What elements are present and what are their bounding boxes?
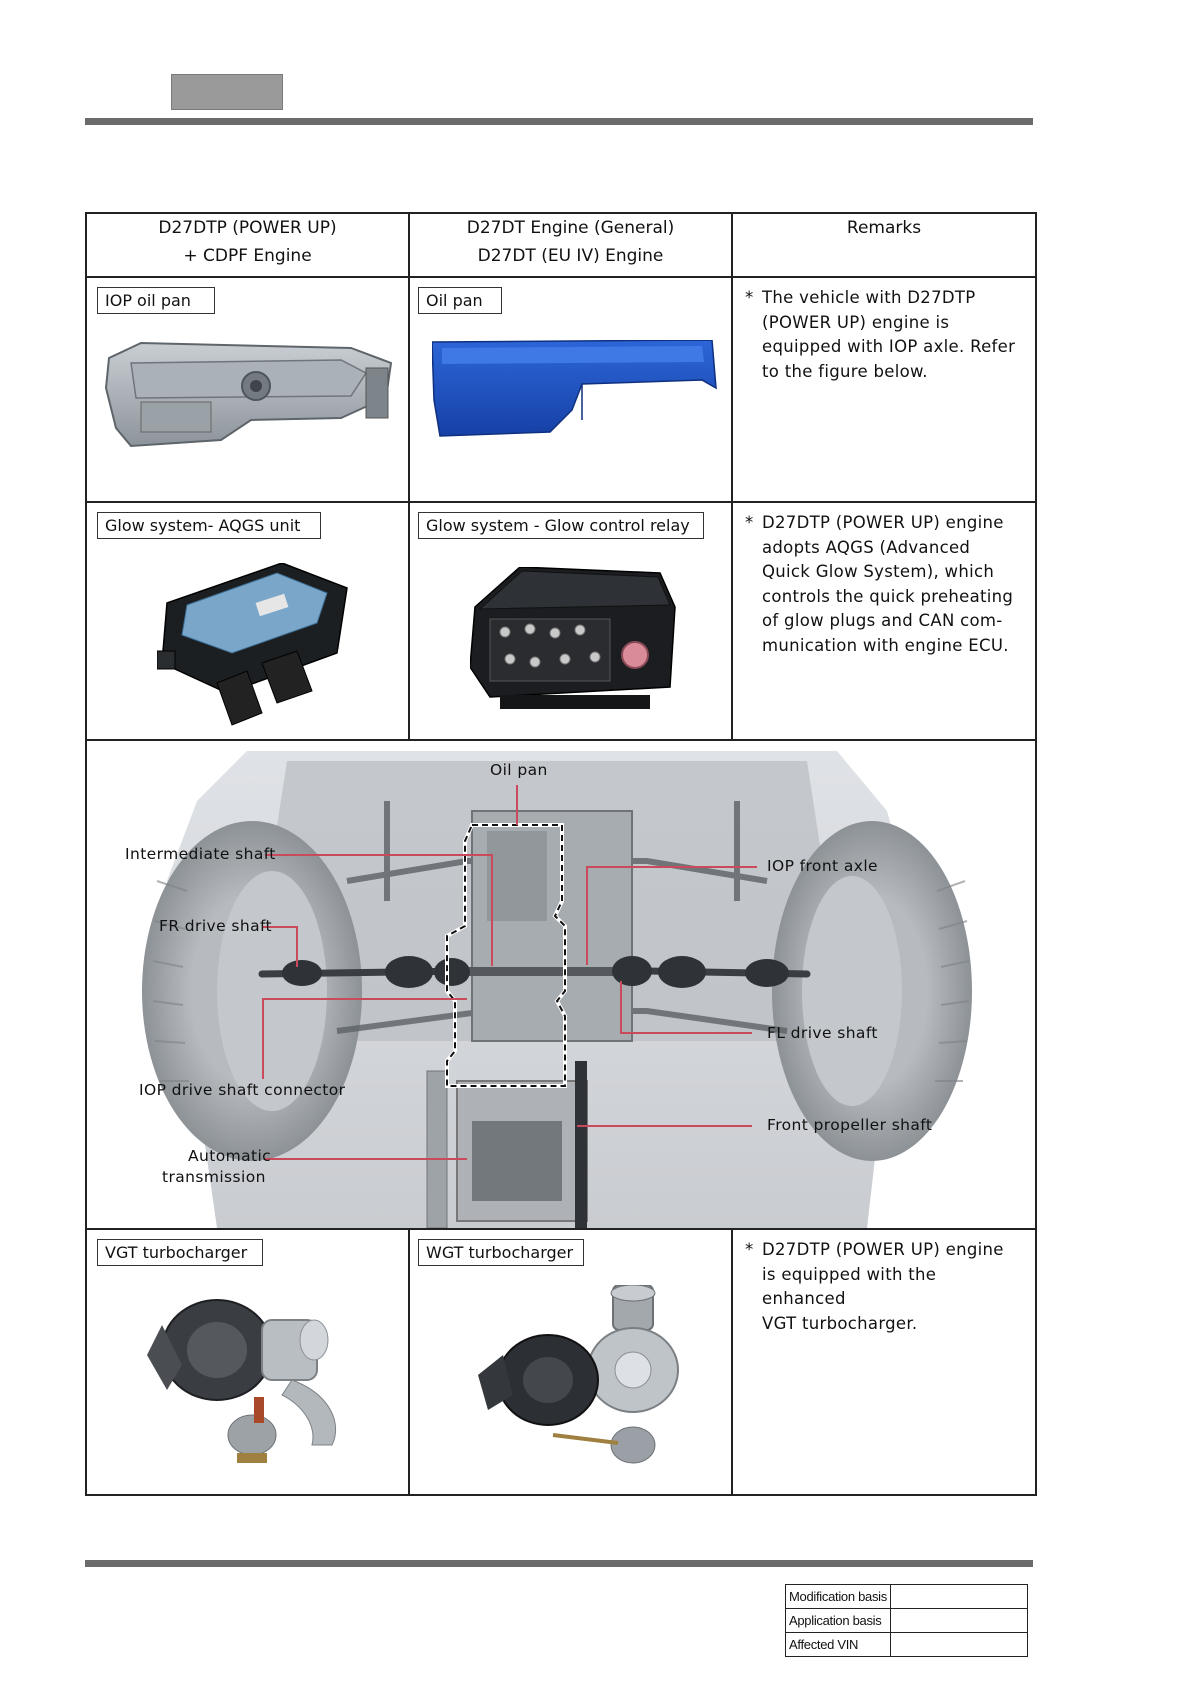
label-oil-pan: Oil pan: [418, 287, 502, 314]
label-iop-oil-pan: IOP oil pan: [97, 287, 215, 314]
wgt-turbo-image: [478, 1285, 679, 1464]
affected-vin-label: Affected VIN: [785, 1632, 891, 1657]
header-tab: [171, 74, 283, 110]
revision-row: Modification basis: [785, 1584, 1028, 1609]
cell-aqgs-unit: Glow system- AQGS unit: [85, 501, 410, 741]
cell-oil-pan: Oil pan: [408, 276, 733, 503]
label-fl-drive-shaft: FL drive shaft: [767, 1024, 878, 1042]
revision-row: Affected VIN: [785, 1632, 1028, 1657]
vgt-turbo-image: [147, 1299, 337, 1463]
revision-row: Application basis: [785, 1608, 1028, 1633]
comparison-table: D27DTP (POWER UP) + CDPF Engine D27DT En…: [85, 212, 1037, 1496]
label-transmission: transmission: [162, 1168, 266, 1186]
label-fr-drive-shaft: FR drive shaft: [159, 917, 273, 935]
cell-remark-turbo: * D27DTP (POWER UP) engine is equipped w…: [731, 1228, 1037, 1496]
affected-vin-value: [889, 1632, 1028, 1657]
label-aqgs-unit: Glow system- AQGS unit: [97, 512, 321, 539]
label-intermediate-shaft: Intermediate shaft: [125, 845, 276, 863]
aqgs-unit-image: [157, 563, 348, 726]
header-rule: [85, 118, 1033, 125]
modification-basis-value: [889, 1584, 1028, 1609]
cell-remark-glow: * D27DTP (POWER UP) engine adopts AQGS (…: [731, 501, 1037, 741]
footer-rule: [85, 1560, 1033, 1567]
remark-glow: * D27DTP (POWER UP) engine adopts AQGS (…: [745, 513, 1014, 655]
cell-vgt-turbo: VGT turbocharger: [85, 1228, 410, 1496]
remark-oil: * The vehicle with D27DTP (POWER UP) eng…: [745, 288, 1016, 381]
chassis-diagram-image: [142, 751, 972, 1228]
label-vgt-turbo: VGT turbocharger: [97, 1239, 263, 1266]
label-diagram-oil-pan: Oil pan: [490, 761, 548, 779]
table-header-row: D27DTP (POWER UP) + CDPF Engine D27DT En…: [85, 212, 1037, 278]
revision-table: Modification basis Application basis Aff…: [785, 1584, 1028, 1657]
label-automatic: Automatic: [188, 1147, 272, 1165]
iop-oil-pan-image: [104, 341, 393, 448]
oil-pan-image: [432, 340, 717, 437]
label-glow-relay: Glow system - Glow control relay: [418, 512, 704, 539]
remark-turbo: * D27DTP (POWER UP) engine is equipped w…: [745, 1240, 1004, 1333]
label-iop-drive-shaft-connector: IOP drive shaft connector: [139, 1081, 346, 1099]
label-wgt-turbo: WGT turbocharger: [418, 1239, 584, 1266]
table-row-oil-pan: IOP oil pan Oil pan * Th: [85, 276, 1037, 503]
modification-basis-label: Modification basis: [785, 1584, 891, 1609]
cell-remark-oil: * The vehicle with D27DTP (POWER UP) eng…: [731, 276, 1037, 503]
table-row-diagram: Oil pan Intermediate shaft IOP front axl…: [85, 739, 1037, 1230]
cell-wgt-turbo: WGT turbocharger: [408, 1228, 733, 1496]
cell-iop-oil-pan: IOP oil pan: [85, 276, 410, 503]
application-basis-value: [889, 1608, 1028, 1633]
label-iop-front-axle: IOP front axle: [767, 857, 878, 875]
header-col2: D27DT Engine (General) D27DT (EU IV) Eng…: [408, 212, 733, 278]
glow-relay-image: [470, 567, 676, 709]
table-row-turbo: VGT turbocharger WGT turbocharger: [85, 1228, 1037, 1496]
header-remarks: Remarks: [731, 212, 1037, 278]
table-row-glow: Glow system- AQGS unit Glow system - Glo…: [85, 501, 1037, 741]
header-col1: D27DTP (POWER UP) + CDPF Engine: [85, 212, 410, 278]
application-basis-label: Application basis: [785, 1608, 891, 1633]
cell-glow-relay: Glow system - Glow control relay: [408, 501, 733, 741]
label-front-propeller-shaft: Front propeller shaft: [767, 1116, 933, 1134]
cell-chassis-diagram: Oil pan Intermediate shaft IOP front axl…: [85, 739, 1037, 1230]
